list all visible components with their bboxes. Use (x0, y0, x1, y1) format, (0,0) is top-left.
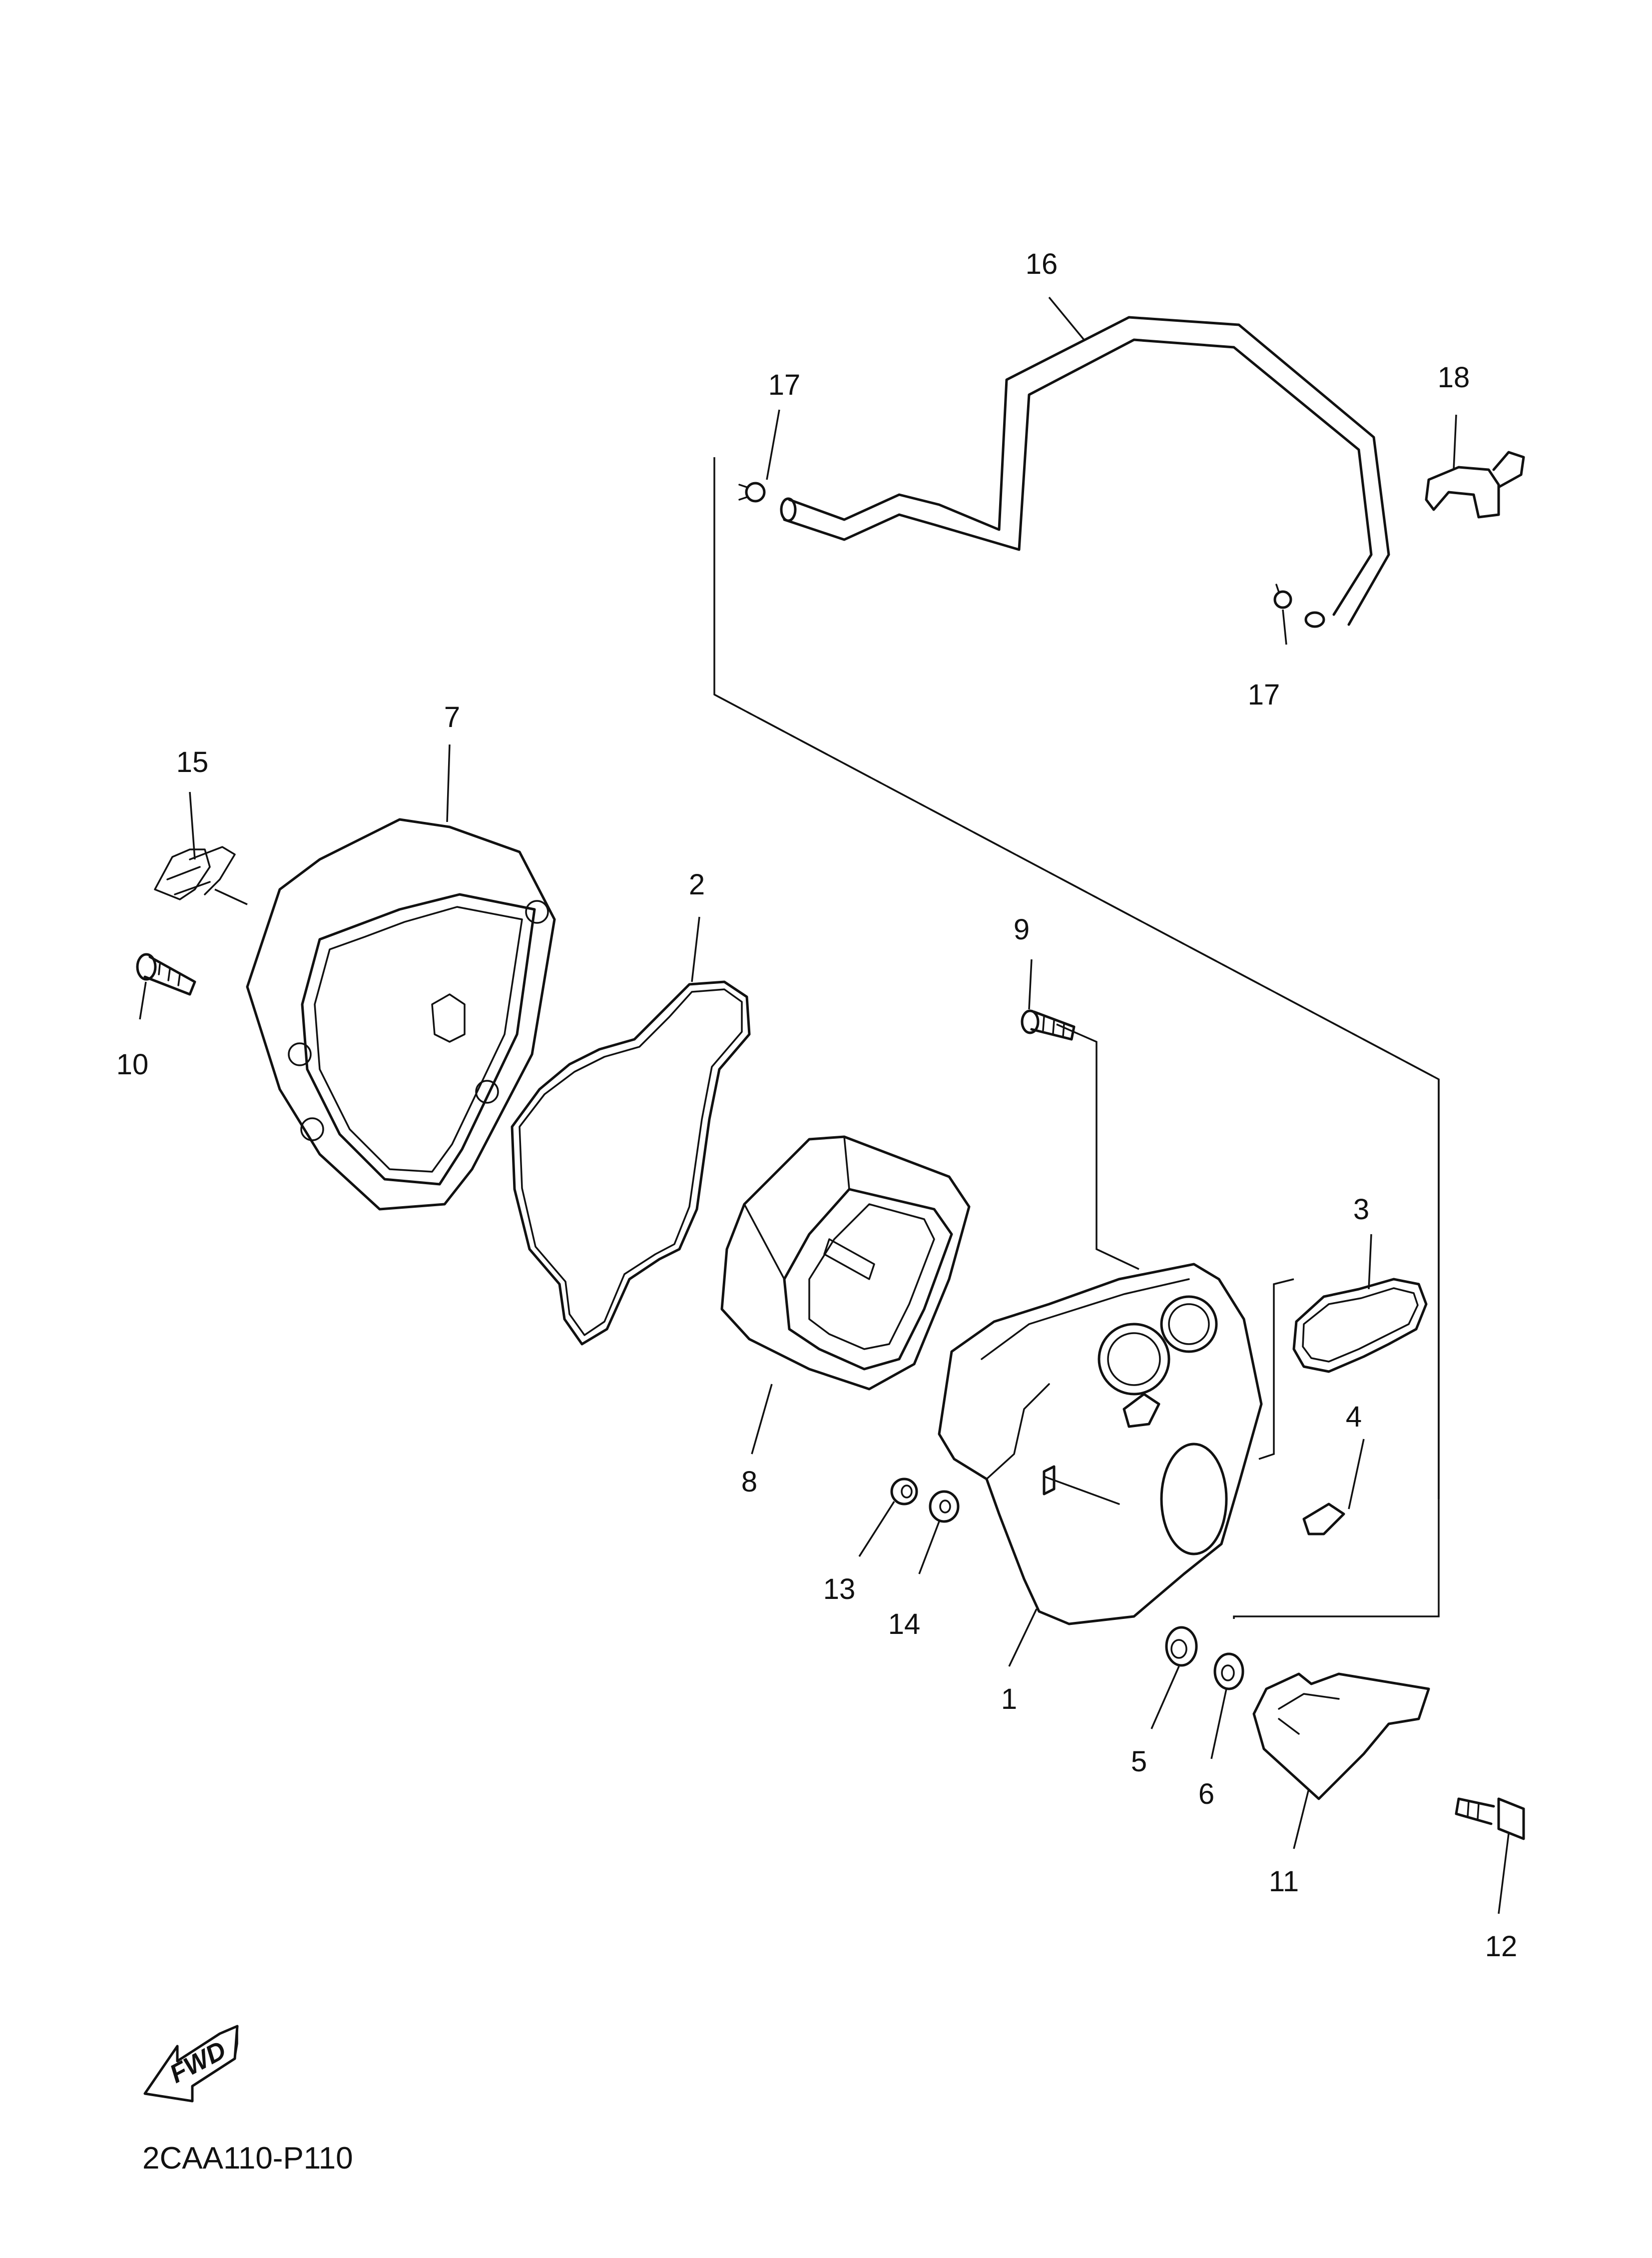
part-18-clamp (1425, 451, 1525, 519)
callout-6: 6 (1198, 1778, 1214, 1810)
callout-7: 7 (444, 701, 460, 734)
callout-labels: 16 17 17 18 7 15 10 2 9 3 4 8 13 14 1 5 … (116, 248, 1518, 1963)
callout-18: 18 (1438, 361, 1470, 394)
diagram-code: 2CAA110-P110 (142, 2141, 353, 2176)
part-5-grommet (1165, 1626, 1198, 1667)
part-6-collar (1213, 1652, 1244, 1690)
callout-3: 3 (1353, 1193, 1369, 1226)
part-3-joint (1292, 1278, 1428, 1373)
fwd-arrow-icon: FWD (143, 2025, 239, 2103)
callout-8: 8 (741, 1466, 757, 1498)
part-17-clip-lower (1273, 584, 1292, 609)
callout-13: 13 (823, 1573, 856, 1605)
part-13-nut (890, 1478, 918, 1505)
callout-12: 12 (1485, 1930, 1518, 1963)
callout-leaders (139, 296, 1510, 1914)
part-8-element (720, 1135, 971, 1391)
part-14-washer (929, 1490, 960, 1523)
callout-17-upper: 17 (768, 369, 801, 401)
callout-17-lower: 17 (1248, 679, 1280, 711)
part-15-emblem (154, 846, 236, 900)
callout-1: 1 (1001, 1683, 1017, 1715)
part-7-cover (246, 818, 556, 1211)
callout-9: 9 (1014, 913, 1030, 946)
callout-4: 4 (1346, 1401, 1362, 1433)
part-1-air-filter-case (938, 1263, 1263, 1625)
part-4-clip (1302, 1503, 1345, 1535)
part-2-gasket (511, 980, 751, 1346)
assembly-guide-lines (713, 457, 1440, 1619)
callout-11: 11 (1269, 1865, 1299, 1898)
part-12-bolt (1455, 1797, 1525, 1840)
callout-10: 10 (116, 1048, 149, 1081)
callout-14: 14 (888, 1608, 921, 1640)
callout-15: 15 (176, 746, 209, 778)
callout-5: 5 (1131, 1745, 1147, 1778)
callout-2: 2 (689, 868, 705, 901)
callout-16: 16 (1026, 248, 1058, 280)
part-16-hose (780, 316, 1390, 628)
part-10-bolt (136, 953, 196, 996)
part-17-clip-upper (738, 482, 766, 503)
part-9-screw (1021, 1009, 1076, 1041)
part-11-bracket (1252, 1672, 1430, 1800)
